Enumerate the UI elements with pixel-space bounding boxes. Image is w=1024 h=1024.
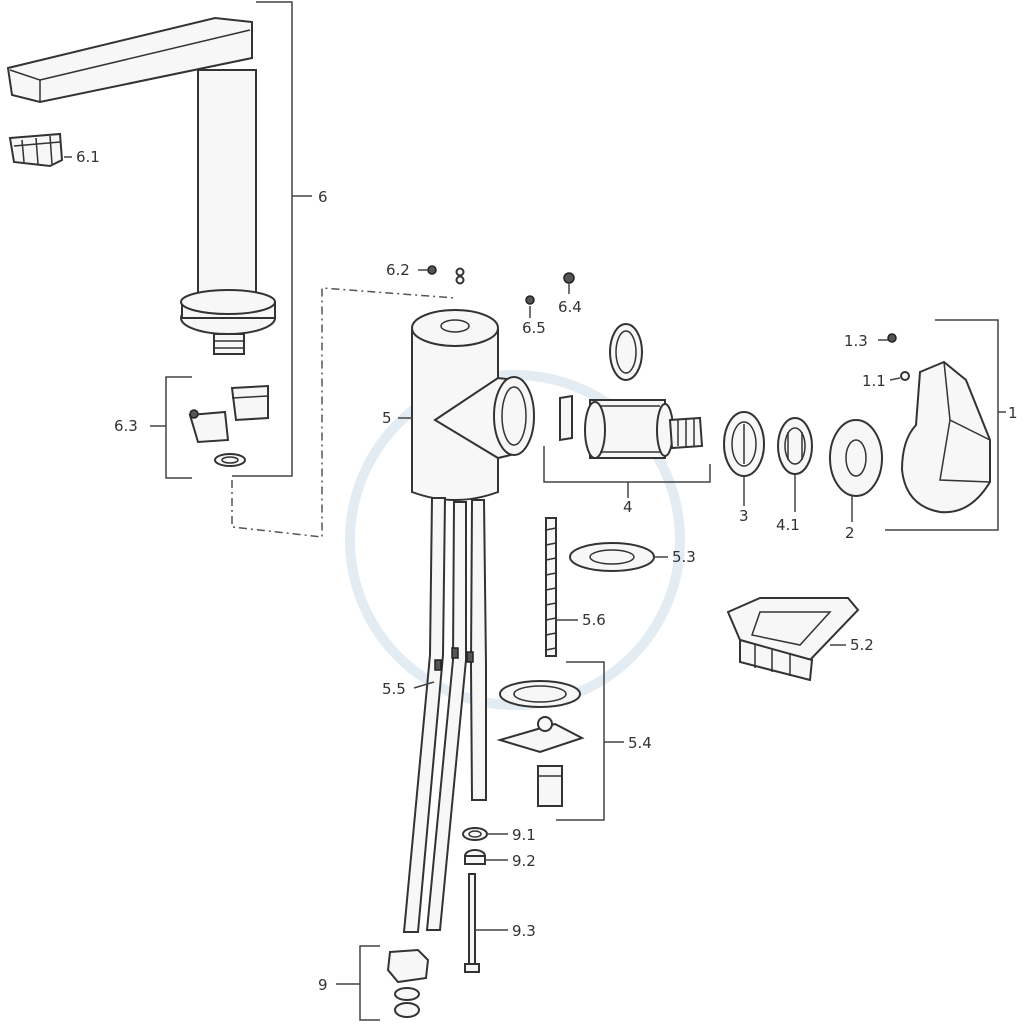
fixing-set-part-5-4 (496, 661, 605, 821)
label-leaders (64, 156, 1006, 985)
o-ring (609, 323, 643, 381)
aerator-part-6-1 (8, 132, 64, 168)
label-5-2: 5.2 (850, 636, 874, 654)
label-1-3: 1.3 (844, 332, 868, 350)
label-2: 2 (845, 524, 855, 542)
nut-part-4-1 (777, 417, 813, 475)
o-ring-inner (615, 330, 637, 374)
label-1-1: 1.1 (862, 372, 886, 390)
gasket-part-5-3 (569, 542, 655, 572)
cartridge-part-4 (543, 394, 711, 483)
handle-part-1 (885, 319, 999, 531)
nut-set-part-9 (359, 945, 430, 1021)
label-9: 9 (318, 976, 328, 994)
leader-6 (232, 1, 293, 477)
label-9-2: 9.2 (512, 852, 536, 870)
label-4-1: 4.1 (776, 516, 800, 534)
assembly-guide-lines (231, 287, 456, 538)
label-5-3: 5.3 (672, 548, 696, 566)
label-6-4: 6.4 (558, 298, 582, 316)
body-part-5 (411, 309, 535, 501)
mounting-plate-part-5-2 (726, 597, 860, 682)
label-6-3: 6.3 (114, 417, 138, 435)
label-5-4: 5.4 (628, 734, 652, 752)
clamp-group-6-3 (165, 376, 269, 479)
spout-part-6 (6, 16, 276, 355)
label-6: 6 (318, 188, 328, 206)
label-6-2: 6.2 (386, 261, 410, 279)
part-labels: 6.1 6 6.3 6.2 6.4 6.5 5 1.3 1.1 1 4 3 4.… (76, 148, 1018, 994)
label-6-1: 6.1 (76, 148, 100, 166)
label-5: 5 (382, 409, 392, 427)
label-9-1: 9.1 (512, 826, 536, 844)
label-9-3: 9.3 (512, 922, 536, 940)
label-4: 4 (623, 498, 633, 516)
adapter-part-3 (723, 411, 765, 477)
label-1: 1 (1008, 404, 1018, 422)
cover-part-2 (829, 419, 883, 497)
label-6-5: 6.5 (522, 319, 546, 337)
label-5-6: 5.6 (582, 611, 606, 629)
small-parts-6-2-6-4-6-5 (427, 265, 575, 305)
connector-parts-9 (462, 827, 488, 973)
supply-hoses-part-5-5 (402, 497, 487, 933)
label-5-5: 5.5 (382, 680, 406, 698)
threaded-rod-part-5-6 (545, 517, 557, 657)
label-3: 3 (739, 507, 749, 525)
